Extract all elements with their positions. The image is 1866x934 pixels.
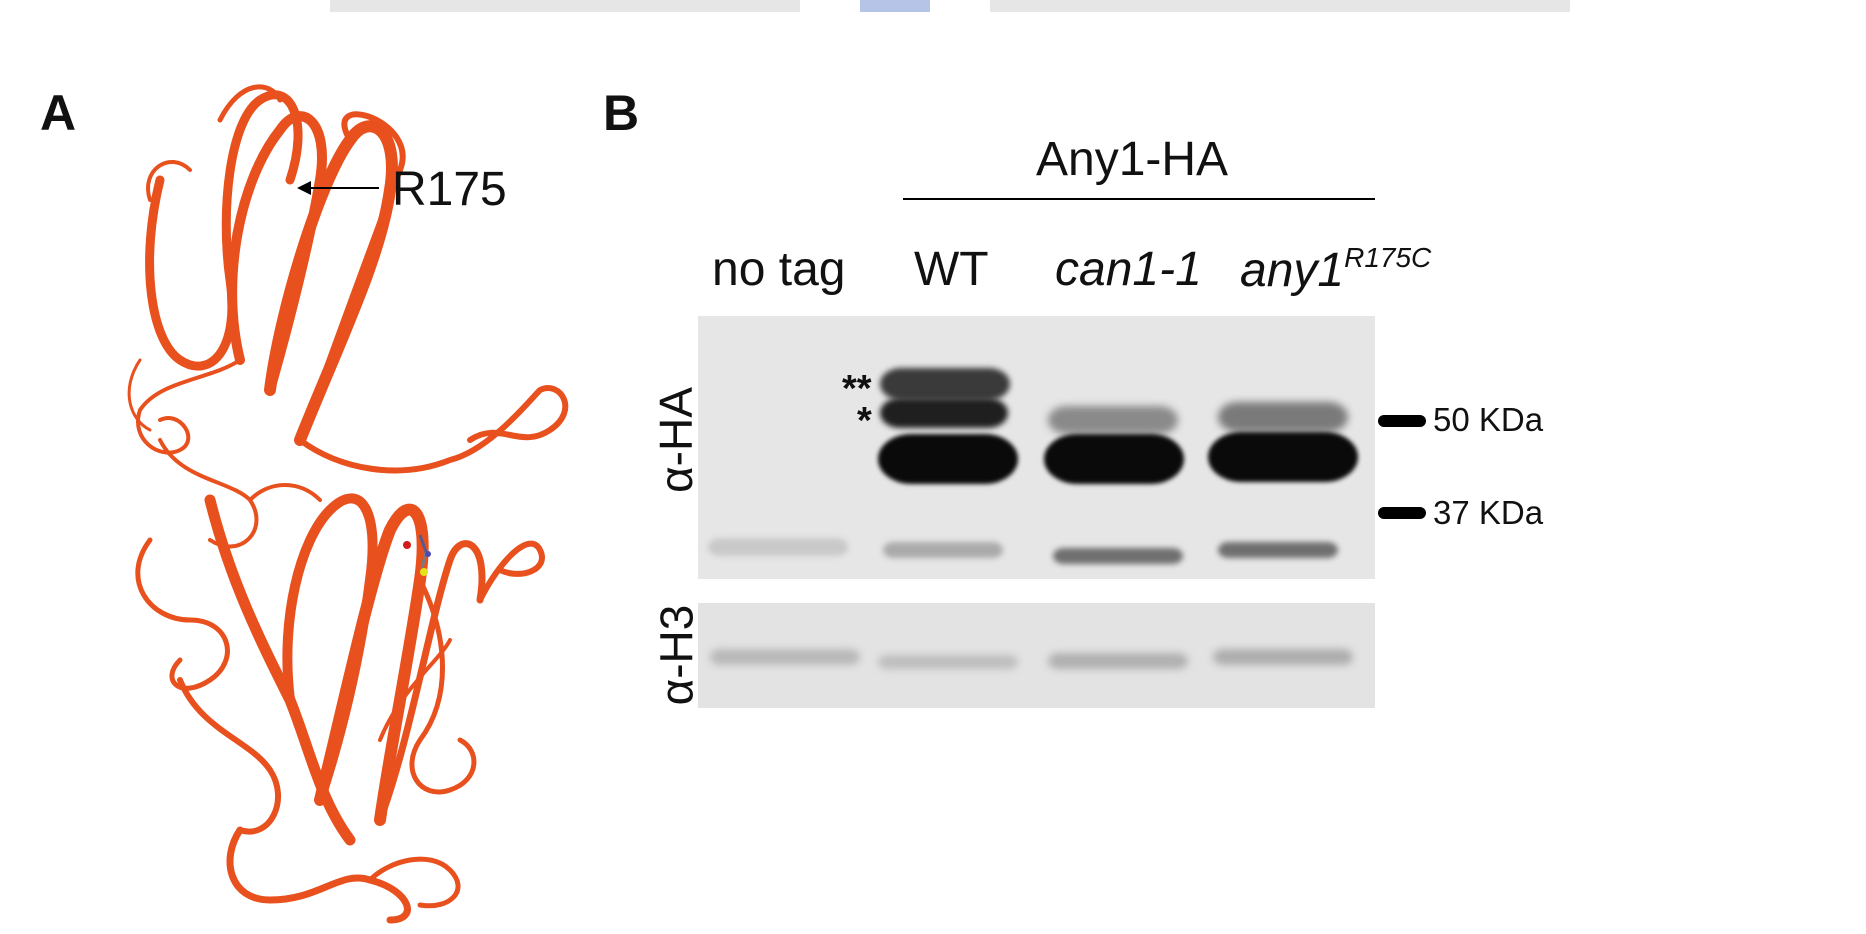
single-star-annotation: * xyxy=(857,400,872,442)
group-label: Any1-HA xyxy=(1036,133,1229,186)
antibody-label-alpha-h3-wrap: α-H3 xyxy=(630,604,722,706)
band-can1-1-upper xyxy=(1048,406,1178,434)
band-wt-double-star xyxy=(880,368,1010,400)
marker-label-50: 50 KDa xyxy=(1433,401,1544,438)
western-blot-alpha-h3 xyxy=(698,603,1375,708)
band-can1-1-low xyxy=(1053,548,1183,564)
band-h3-any1 xyxy=(1213,649,1353,665)
band-wt-single-star xyxy=(880,398,1008,428)
cropped-caption-strip xyxy=(0,0,1866,26)
residue-sticks xyxy=(403,534,431,576)
band-h3-wt xyxy=(878,655,1018,669)
lane-label-no-tag: no tag xyxy=(712,243,846,296)
antibody-label-alpha-h3: α-H3 xyxy=(650,604,702,706)
antibody-label-alpha-ha: α-HA xyxy=(650,387,703,493)
panel-a-letter: A xyxy=(40,85,77,141)
band-any1-low xyxy=(1218,542,1338,558)
lane-label-any1-r175c: any1R175C xyxy=(1240,244,1431,297)
r175-arrow-icon xyxy=(297,181,379,195)
double-star-annotation: ** xyxy=(842,368,872,410)
western-blot-alpha-ha xyxy=(698,316,1375,579)
band-any1-main xyxy=(1208,432,1358,482)
band-no-tag-low xyxy=(708,538,848,556)
protein-ribbon-structure xyxy=(127,84,569,924)
group-bracket-line xyxy=(903,198,1375,200)
band-can1-1-main xyxy=(1044,434,1184,484)
band-wt-low xyxy=(883,542,1003,558)
caption-text-fragment xyxy=(330,0,1570,12)
r175-label: R175 xyxy=(392,163,507,216)
marker-bar-37 xyxy=(1378,507,1426,519)
lane-label-any1-superscript: R175C xyxy=(1344,242,1432,273)
panel-b-letter: B xyxy=(603,85,640,141)
band-wt-main xyxy=(878,434,1018,484)
lane-label-any1-base: any1 xyxy=(1240,244,1345,297)
band-h3-no-tag xyxy=(710,649,860,665)
band-any1-upper xyxy=(1218,402,1348,432)
marker-label-37: 37 KDa xyxy=(1433,494,1544,531)
marker-bar-50 xyxy=(1378,415,1426,427)
antibody-label-alpha-ha-wrap: α-HA xyxy=(630,380,722,500)
band-h3-can1-1 xyxy=(1048,653,1188,669)
lane-label-can1-1: can1-1 xyxy=(1055,243,1202,296)
lane-label-wt: WT xyxy=(914,243,989,296)
